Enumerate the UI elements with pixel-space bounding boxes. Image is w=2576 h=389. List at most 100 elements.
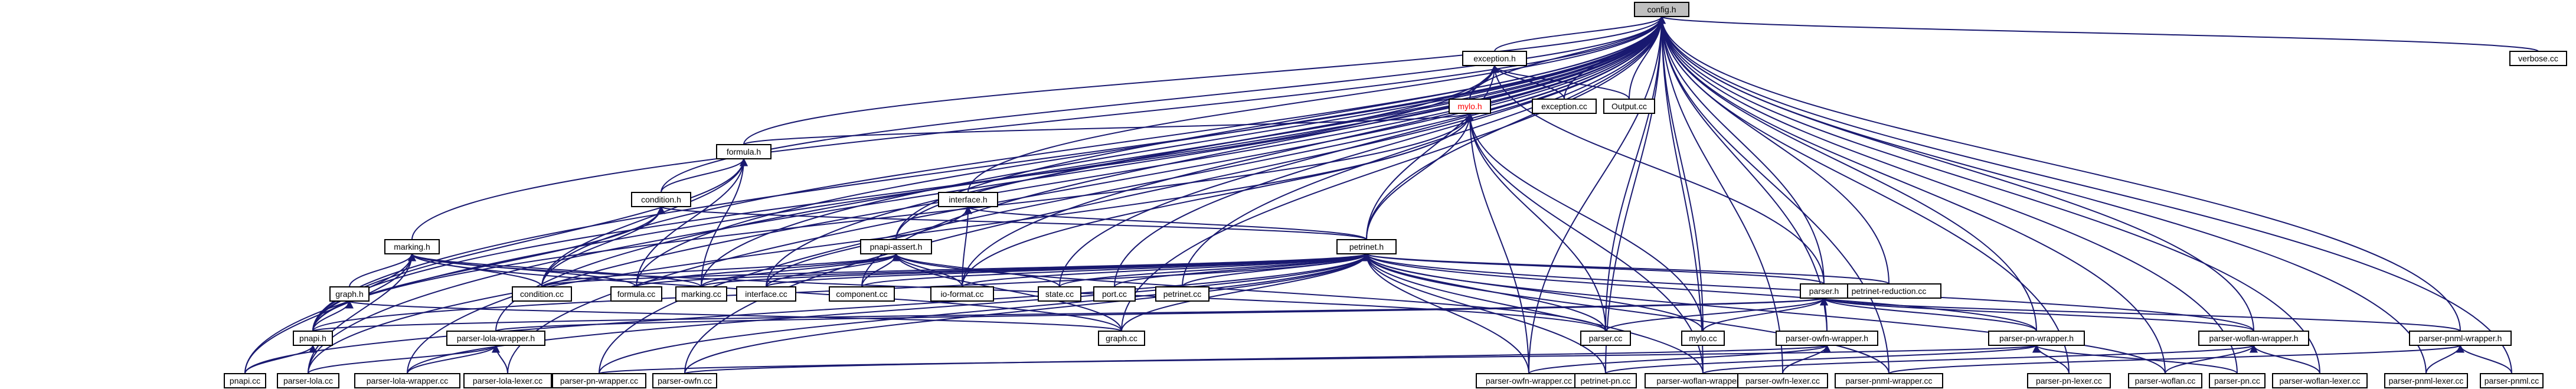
edge-io-format-to-petrinet-h (962, 253, 1371, 287)
edge-pnml-lexer-to-config (1658, 15, 2427, 374)
node-label: condition.cc (520, 289, 564, 299)
node-label: graph.h (335, 289, 363, 299)
node-parser-woflan-lexer-cc[interactable]: parser-woflan-lexer.cc (2272, 373, 2368, 388)
node-output-cc[interactable]: Output.cc (1603, 99, 1655, 114)
edge-parser-cc-to-mylo-h (1466, 112, 1606, 332)
node-label: parser-owfn-wrapper.h (1786, 334, 1868, 343)
node-label: marking.cc (681, 289, 721, 299)
node-parser-woflan-wrapper-h[interactable]: parser-woflan-wrapper.h (2198, 331, 2309, 346)
node-petrinet-h[interactable]: petrinet.h (1336, 239, 1397, 254)
node-box (1737, 373, 1828, 388)
node-parser-pn-wrapper-cc[interactable]: parser-pn-wrapper.cc (552, 373, 646, 388)
node-label: mylo.h (1457, 102, 1482, 111)
node-parser-owfn-wrapper-h[interactable]: parser-owfn-wrapper.h (1776, 331, 1878, 346)
node-state-cc[interactable]: state.cc (1038, 286, 1081, 302)
node-box (1532, 99, 1597, 114)
node-pnapi-assert-h[interactable]: pnapi-assert.h (860, 239, 932, 254)
edge-petrinet-h-to-config (1366, 15, 1666, 240)
edge-petrinet-h-to-exception (1366, 64, 1499, 240)
node-parser-pn-lexer-cc[interactable]: parser-pn-lexer.cc (2027, 373, 2111, 388)
node-parser-cc[interactable]: parser.cc (1580, 331, 1631, 346)
node-parser-h[interactable]: parser.h (1800, 283, 1848, 299)
node-formula-cc[interactable]: formula.cc (610, 286, 662, 302)
node-label: io-format.cc (940, 289, 983, 299)
node-box (329, 286, 370, 302)
edge-pn-lexer-to-config (1658, 15, 2070, 374)
node-label: parser-owfn-lexer.cc (1745, 376, 1820, 385)
node-parser-pnml-wrapper-cc[interactable]: parser-pnml-wrapper.cc (1835, 373, 1943, 388)
edge-woflan-lexer-to-config (1658, 15, 2320, 374)
node-petrinet-reduction-cc[interactable]: petrinet-reduction.cc (1836, 283, 1941, 299)
node-mylo-h[interactable]: mylo.h (1449, 99, 1491, 114)
edge-parser-cc-to-parser-h (1605, 297, 1828, 332)
node-formula-h[interactable]: formula.h (716, 144, 772, 159)
node-parser-pn-wrapper-h[interactable]: parser-pn-wrapper.h (1988, 331, 2085, 346)
node-parser-pn-cc[interactable]: parser-pn.cc (2209, 373, 2266, 388)
node-box (1836, 283, 1941, 299)
node-graph-cc[interactable]: graph.cc (1098, 331, 1145, 346)
node-label: petrinet-reduction.cc (1852, 286, 1927, 296)
node-condition-cc[interactable]: condition.cc (512, 286, 572, 302)
edge-parser-owfn-to-owfn-wrapper-h (684, 344, 1830, 374)
node-mylo-cc[interactable]: mylo.cc (1681, 331, 1725, 346)
node-pnapi-h[interactable]: pnapi.h (293, 331, 333, 346)
node-parser-owfn-lexer-cc[interactable]: parser-owfn-lexer.cc (1737, 373, 1828, 388)
node-petrinet-pn-cc[interactable]: petrinet-pn.cc (1574, 373, 1637, 388)
node-label: pnapi.cc (230, 376, 260, 385)
node-parser-pnml-wrapper-h[interactable]: parser-pnml-wrapper.h (2409, 331, 2512, 346)
edge-owfn-lexer-to-config (1658, 15, 1783, 374)
node-component-cc[interactable]: component.cc (829, 286, 895, 302)
node-graph-h[interactable]: graph.h (329, 286, 370, 302)
node-exception-h[interactable]: exception.h (1462, 51, 1527, 66)
node-parser-lola-wrapper-h[interactable]: parser-lola-wrapper.h (446, 331, 545, 346)
node-parser-lola-lexer-cc[interactable]: parser-lola-lexer.cc (463, 373, 552, 388)
edge-petrinet-h-to-interface-h (964, 205, 1367, 240)
node-parser-pnml-lexer-cc[interactable]: parser-pnml-lexer.cc (2384, 373, 2468, 388)
node-box (446, 331, 545, 346)
node-parser-owfn-wrapper-cc[interactable]: parser-owfn-wrapper.cc (1476, 373, 1582, 388)
edge-woflan-wrapper-cc-to-woflan-wrapper-h (1702, 344, 2258, 374)
node-label: parser-lola-lexer.cc (473, 376, 542, 385)
node-box (930, 286, 994, 302)
edge-lola-wrapper-cc-to-config (407, 15, 1666, 374)
node-parser-lola-wrapper-cc[interactable]: parser-lola-wrapper.cc (354, 373, 460, 388)
node-label: mylo.cc (1689, 334, 1717, 343)
node-parser-woflan-cc[interactable]: parser-woflan.cc (2128, 373, 2202, 388)
node-box (1449, 99, 1491, 114)
file-nodes: config.h exception.h verbose.cc mylo.h excep… (224, 2, 2567, 388)
node-pnapi-cc[interactable]: pnapi.cc (224, 373, 266, 388)
node-label: parser-pnml-wrapper.h (2419, 334, 2502, 343)
node-verbose-cc[interactable]: verbose.cc (2509, 51, 2567, 66)
node-box (736, 286, 796, 302)
edge-owfn-wrapper-cc-to-petrinet-h (1362, 253, 1529, 374)
node-io-format-cc[interactable]: io-format.cc (930, 286, 994, 302)
node-condition-h[interactable]: condition.h (631, 192, 691, 207)
edge-woflan-lexer-to-woflan-wrapper-h (2250, 344, 2320, 374)
edge-parser-owfn-to-petrinet-h (684, 253, 1371, 374)
node-interface-h[interactable]: interface.h (938, 192, 998, 207)
node-port-cc[interactable]: port.cc (1093, 286, 1136, 302)
edge-pnapi-h-to-exception (312, 64, 1499, 332)
node-interface-cc[interactable]: interface.cc (736, 286, 796, 302)
node-label: marking.h (394, 242, 430, 251)
node-marking-cc[interactable]: marking.cc (675, 286, 727, 302)
node-marking-h[interactable]: marking.h (384, 239, 440, 254)
node-parser-lola-cc[interactable]: parser-lola.cc (277, 373, 339, 388)
edge-petrinet-h-to-mylo-h (1366, 112, 1474, 240)
node-box (384, 239, 440, 254)
node-box (1098, 331, 1145, 346)
edge-mylo-cc-to-mylo-h (1466, 112, 1704, 332)
node-petrinet-cc[interactable]: petrinet.cc (1155, 286, 1209, 302)
node-box (1776, 331, 1878, 346)
node-parser-pnml-cc[interactable]: parser-pnml.cc (2480, 373, 2544, 388)
node-exception-cc[interactable]: exception.cc (1532, 99, 1597, 114)
node-label: parser-pnml.cc (2485, 376, 2539, 385)
node-config-h[interactable]: config.h (1634, 2, 1689, 17)
node-box (1988, 331, 2085, 346)
node-parser-owfn-cc[interactable]: parser-owfn.cc (652, 373, 717, 388)
node-box (1681, 331, 1725, 346)
edge-owfn-wrapper-cc-to-config (1528, 15, 1666, 374)
edge-marking-cc-to-marking-h (408, 253, 702, 287)
edge-pnapi-cc-to-marking-h (244, 253, 416, 374)
